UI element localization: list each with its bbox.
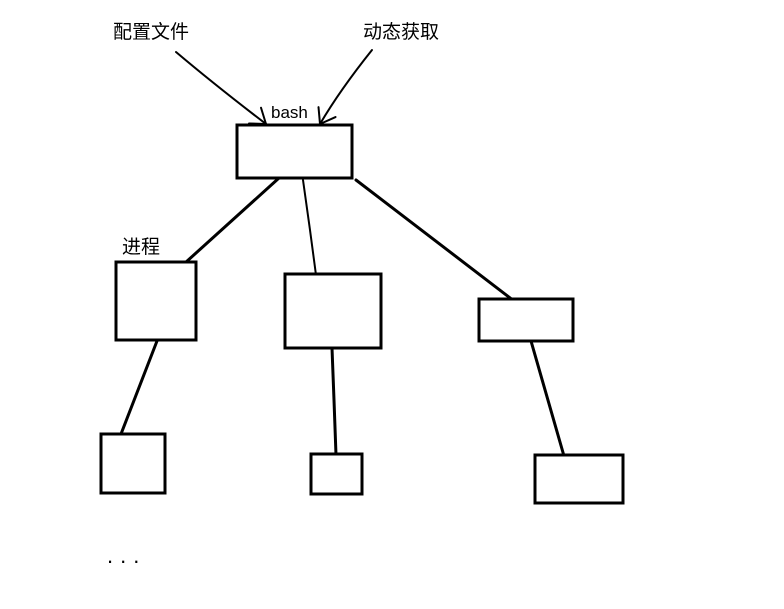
tree-node-box-grandchild-left[interactable] bbox=[99, 432, 167, 495]
annotation-label-config-file: 配置文件 bbox=[113, 21, 190, 43]
arrowhead-stroke bbox=[317, 106, 321, 125]
tree-edge bbox=[529, 339, 566, 458]
tree-edge bbox=[119, 339, 159, 436]
annotation-arrow-config-file bbox=[175, 51, 267, 125]
tree-node-box-grandchild-right[interactable] bbox=[533, 453, 625, 505]
tree-node-box-child-right[interactable] bbox=[477, 297, 575, 343]
tree-node-box-child-middle[interactable] bbox=[283, 272, 383, 350]
arrowhead-stroke bbox=[248, 122, 267, 125]
annotation-arrow-dynamic-fetch bbox=[319, 49, 373, 125]
tree-edge bbox=[302, 179, 317, 276]
tree-node-box-root[interactable] bbox=[235, 123, 354, 180]
tree-nodes-group bbox=[99, 123, 625, 505]
tree-edge bbox=[173, 176, 281, 274]
more-nodes-ellipsis: ... bbox=[107, 543, 147, 568]
tree-edge bbox=[330, 346, 338, 457]
node-label-process: 进程 bbox=[122, 236, 161, 258]
annotation-arrows-group bbox=[175, 49, 373, 125]
tree-node-box-child-left[interactable] bbox=[114, 260, 198, 342]
node-label-bash: bash bbox=[271, 103, 308, 122]
tree-edges-group bbox=[119, 176, 566, 458]
arrowhead-stroke bbox=[260, 106, 267, 125]
tree-edge bbox=[354, 178, 520, 306]
annotation-label-dynamic-fetch: 动态获取 bbox=[363, 21, 440, 43]
tree-node-box-grandchild-middle[interactable] bbox=[309, 452, 364, 496]
arrowhead-stroke bbox=[319, 116, 337, 125]
